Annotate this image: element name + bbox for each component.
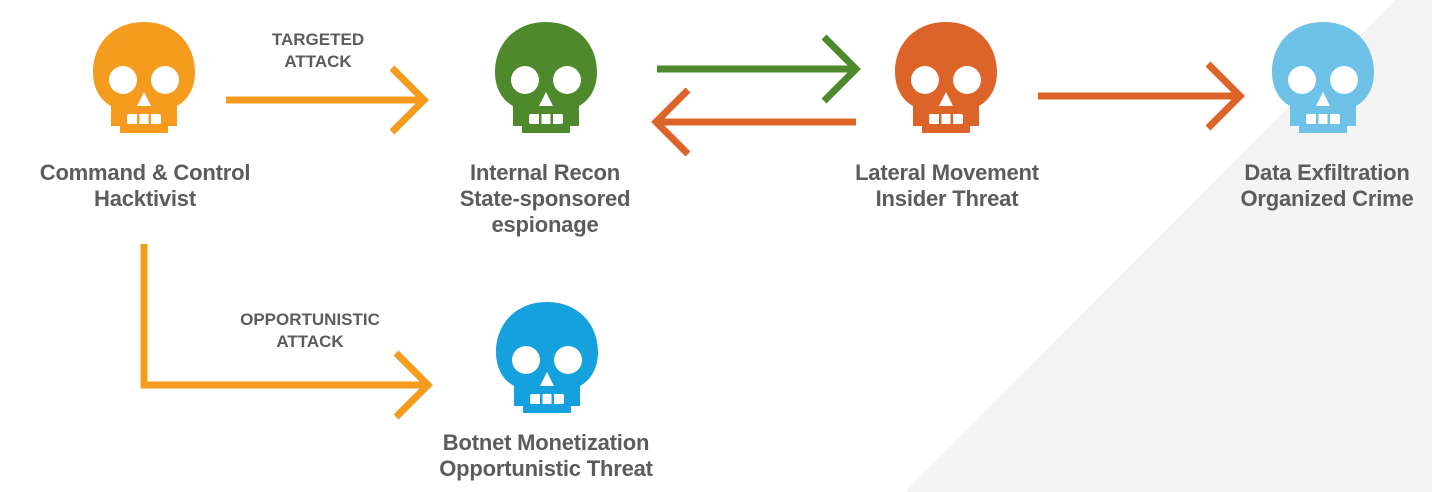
skull-icon: [89, 20, 199, 135]
edge-label-line: ATTACK: [284, 52, 352, 71]
node-label-command-control: Command & Control Hacktivist: [39, 160, 251, 212]
edge-label-line: TARGETED: [271, 30, 365, 49]
node-subtitle: Insider Threat: [875, 186, 1019, 211]
edge-label-line: ATTACK: [276, 332, 344, 351]
arrow-recon-to-lateral: [657, 34, 861, 104]
skull-icon: [491, 20, 601, 135]
arrow-lateral-to-exfiltration: [1038, 61, 1245, 131]
skull-icon: [1268, 20, 1378, 135]
edge-label-targeted-attack: TARGETED ATTACK: [272, 29, 364, 73]
node-subtitle: Hacktivist: [94, 186, 196, 211]
node-label-botnet-monetization: Botnet Monetization Opportunistic Threat: [439, 430, 653, 482]
skull-icon: [891, 20, 1001, 135]
node-title: Data Exfiltration: [1244, 160, 1410, 185]
node-title: Botnet Monetization: [442, 430, 650, 455]
arrow-targeted-attack: [226, 65, 429, 135]
edge-label-opportunistic-attack: OPPORTUNISTIC ATTACK: [240, 309, 380, 353]
node-label-data-exfiltration: Data Exfiltration Organized Crime: [1240, 160, 1413, 212]
node-subtitle: State-sponsored: [459, 186, 631, 211]
node-subtitle: Organized Crime: [1240, 186, 1414, 211]
node-subtitle: espionage: [491, 212, 599, 237]
edge-label-line: OPPORTUNISTIC: [240, 310, 380, 329]
node-label-lateral-movement: Lateral Movement Insider Threat: [855, 160, 1039, 212]
arrow-opportunistic-attack: [140, 244, 433, 420]
node-title: Lateral Movement: [855, 160, 1039, 185]
node-title: Internal Recon: [469, 160, 620, 185]
arrow-lateral-to-recon: [651, 87, 856, 157]
skull-icon: [492, 300, 602, 415]
node-subtitle: Opportunistic Threat: [439, 456, 653, 481]
node-label-internal-recon: Internal Recon State-sponsored espionage: [460, 160, 631, 238]
node-title: Command & Control: [39, 160, 251, 185]
